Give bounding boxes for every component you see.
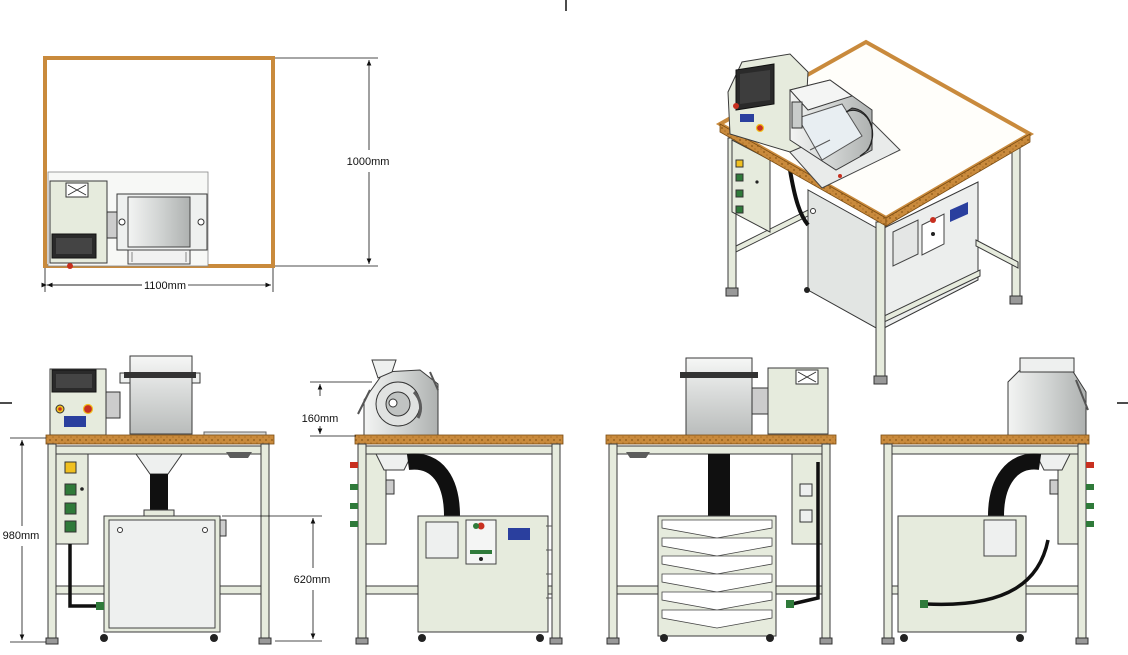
front-view-1: 980mm 620mm [3,355,331,645]
back-view [605,357,837,645]
isometric-view [715,39,1035,385]
hood-height-label: 160mm [302,413,339,425]
side-view-2 [880,357,1094,645]
width-dimension-label: 1100mm [144,280,186,292]
depth-dimension-label: 1000mm [347,156,390,168]
top-view: 1100mm 1000mm [41,56,390,292]
cabinet-height-label: 620mm [294,574,331,586]
table-height-label: 980mm [3,530,40,542]
side-view-1: 160mm [302,359,564,645]
